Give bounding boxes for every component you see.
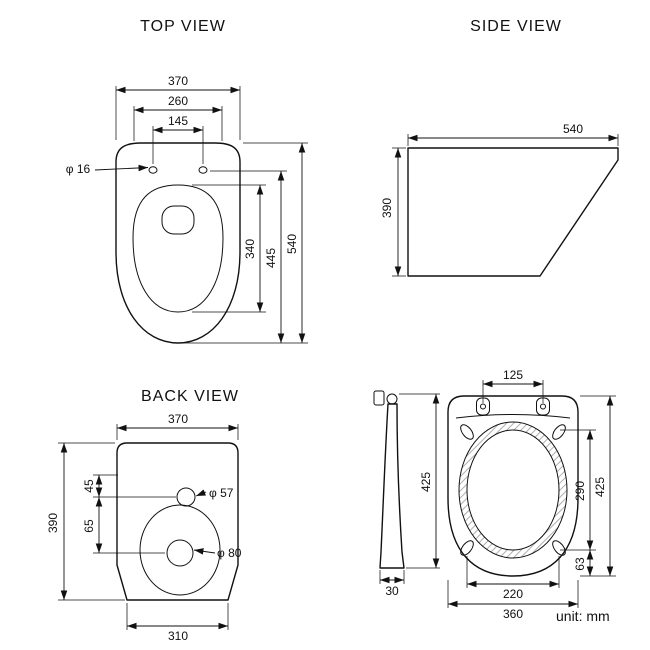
- unit-label: unit: mm: [556, 608, 610, 624]
- dim-side-height: 390: [380, 147, 406, 277]
- leader-line: [193, 548, 216, 555]
- dim-label-side-depth: 540: [563, 122, 583, 136]
- dim-back-inlet-dia: φ 57: [195, 486, 234, 500]
- toilet-back-outline: [116, 442, 239, 601]
- dim-label-seat-length: 425: [593, 477, 607, 497]
- dim-top-depth: 540: [243, 142, 308, 343]
- dim-label-side-height: 390: [380, 198, 394, 218]
- back-bowl-silhouette: [139, 504, 221, 596]
- dim-back-base-width: 310: [126, 603, 229, 643]
- seat-bumper: [460, 540, 474, 556]
- seat-outer-outline: [447, 395, 579, 577]
- dim-top-bowl-length: 340: [192, 184, 266, 313]
- seat-mount-hole-right: [198, 166, 208, 174]
- dim-seat-hinge-spacing: 125: [482, 368, 544, 403]
- dim-label-top-hole-spacing: 145: [168, 114, 188, 128]
- seat-bumper: [552, 540, 566, 556]
- dim-label-top-hole-dia: φ 16: [66, 162, 91, 176]
- dim-top-rim-depth: 445: [183, 170, 308, 344]
- dim-seat-profile-length: 425: [399, 393, 440, 569]
- dim-label-back-drain-offset: 65: [82, 519, 96, 533]
- dim-label-top-rim-depth: 445: [264, 248, 278, 268]
- seat-lid-back-edge: [455, 414, 571, 419]
- dim-label-top-depth: 540: [285, 234, 299, 254]
- leader-line: [94, 164, 149, 172]
- leader-line: [195, 489, 207, 497]
- back-view: BACK VIEW 370 45 φ 57 65 φ 80: [46, 388, 242, 643]
- dim-label-back-height: 390: [46, 513, 60, 533]
- dim-seat-profile-thickness: 30: [379, 570, 405, 598]
- seat-profile-outline: [379, 403, 405, 569]
- dim-label-seat-width: 360: [503, 607, 523, 621]
- seat-hinge-hole-left: [480, 403, 486, 410]
- dim-label-top-bowl-length: 340: [243, 239, 257, 259]
- seat-bumper: [552, 424, 566, 440]
- toilet-top-outer-outline: [115, 142, 241, 344]
- back-view-title: BACK VIEW: [141, 388, 239, 405]
- dim-label-back-drain-dia: φ 80: [217, 546, 242, 560]
- toilet-side-outline: [407, 147, 619, 277]
- dim-top-width: 370: [115, 74, 241, 140]
- top-view-title: TOP VIEW: [140, 18, 226, 35]
- dim-back-drain-offset: 65: [82, 497, 165, 554]
- side-view: SIDE VIEW 540 390: [380, 18, 619, 277]
- seat-hinge-hole-right: [540, 403, 546, 410]
- seat-side-profile: [373, 390, 405, 569]
- dim-top-hole-spacing: 145: [152, 114, 204, 164]
- dim-label-back-inlet-offset: 45: [82, 479, 96, 493]
- inlet-hole: [176, 487, 196, 507]
- seat-opening: [466, 429, 560, 551]
- seat-top-view: [447, 395, 579, 577]
- toilet-top-bowl-outline: [132, 184, 224, 313]
- dim-label-back-base-width: 310: [168, 629, 188, 643]
- dim-label-seat-opening-length: 290: [573, 481, 587, 501]
- hinge-knob: [386, 393, 398, 405]
- dim-label-back-inlet-dia: φ 57: [209, 486, 234, 500]
- dim-back-height: 390: [46, 442, 125, 601]
- dim-top-rim-width: 260: [133, 94, 223, 141]
- drain-hole: [166, 539, 194, 567]
- dim-label-top-rim-width: 260: [168, 94, 188, 108]
- seat-views: 425 30 125: [373, 368, 616, 621]
- dim-seat-opening-length: 290: [560, 429, 596, 551]
- dim-label-top-width: 370: [168, 74, 188, 88]
- dim-back-width: 370: [116, 412, 239, 440]
- dim-seat-width: 360: [447, 580, 579, 621]
- dim-label-back-width: 370: [168, 412, 188, 426]
- dim-label-seat-hinge-spacing: 125: [503, 368, 523, 382]
- dim-label-seat-profile-thickness: 30: [385, 584, 399, 598]
- dim-seat-length: 425: [580, 395, 616, 576]
- seat-mount-hole-left: [148, 166, 158, 174]
- dim-label-seat-front-gap: 63: [573, 557, 587, 571]
- seat-bumper: [460, 424, 474, 440]
- dim-seat-opening-width: 220: [466, 556, 560, 601]
- dim-top-hole-dia: φ 16: [66, 162, 149, 176]
- side-view-title: SIDE VIEW: [470, 18, 562, 35]
- dim-back-inlet-offset: 45: [82, 474, 176, 498]
- water-spot: [161, 205, 195, 235]
- dim-label-seat-opening-width: 220: [503, 587, 523, 601]
- hinge-bracket: [373, 390, 385, 406]
- dim-back-drain-dia: φ 80: [193, 546, 242, 560]
- dim-side-depth: 540: [407, 122, 619, 146]
- top-view: TOP VIEW 370 260 145 φ 16: [66, 18, 308, 344]
- dim-label-seat-profile-length: 425: [419, 472, 433, 492]
